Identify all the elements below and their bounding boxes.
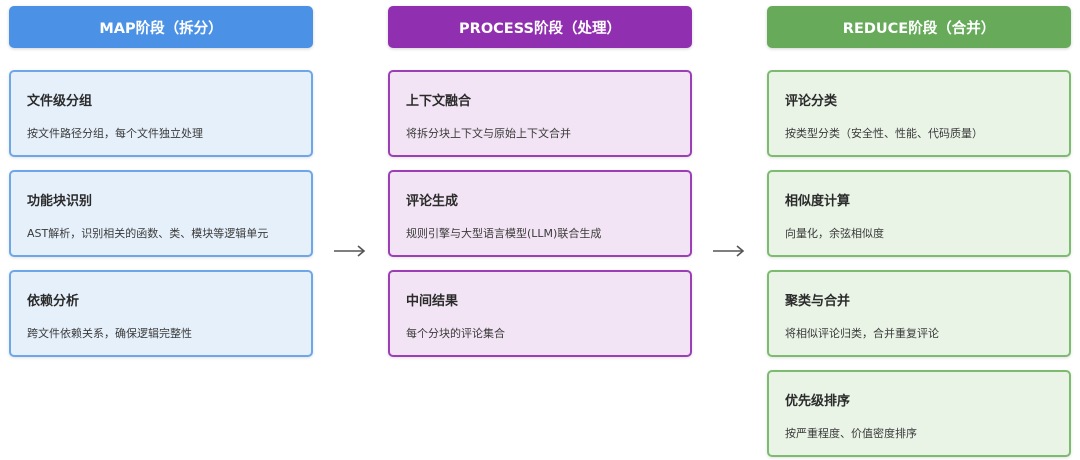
arrow-right-icon: [709, 240, 749, 262]
card-title: 评论生成: [406, 194, 459, 209]
process-header: PROCESS阶段（处理）: [388, 6, 692, 48]
map-card-file-grouping: 文件级分组 按文件路径分组，每个文件独立处理: [9, 70, 313, 157]
reduce-card-priority-sorting: 优先级排序 按严重程度、价值密度排序: [767, 370, 1071, 457]
map-column: MAP阶段（拆分） 文件级分组 按文件路径分组，每个文件独立处理 功能块识别 A…: [9, 6, 313, 370]
reduce-card-classification: 评论分类 按类型分类（安全性、性能、代码质量）: [767, 70, 1071, 157]
card-desc: 将拆分块上下文与原始上下文合并: [406, 127, 571, 140]
card-desc: 按文件路径分组，每个文件独立处理: [27, 127, 203, 140]
reduce-column: REDUCE阶段（合并） 评论分类 按类型分类（安全性、性能、代码质量） 相似度…: [767, 6, 1071, 460]
process-card-context-fusion: 上下文融合 将拆分块上下文与原始上下文合并: [388, 70, 692, 157]
card-desc: 规则引擎与大型语言模型(LLM)联合生成: [406, 227, 602, 240]
card-title: 中间结果: [406, 294, 459, 309]
card-title: 文件级分组: [27, 94, 93, 109]
card-desc: 将相似评论归类，合并重复评论: [785, 327, 939, 340]
map-card-block-recognition: 功能块识别 AST解析，识别相关的函数、类、模块等逻辑单元: [9, 170, 313, 257]
card-title: 上下文融合: [406, 94, 472, 109]
card-title: 依赖分析: [27, 294, 80, 309]
map-card-dependency-analysis: 依赖分析 跨文件依赖关系，确保逻辑完整性: [9, 270, 313, 357]
process-card-intermediate-results: 中间结果 每个分块的评论集合: [388, 270, 692, 357]
arrow-right-icon: [330, 240, 370, 262]
card-desc: 跨文件依赖关系，确保逻辑完整性: [27, 327, 192, 340]
card-desc: 每个分块的评论集合: [406, 327, 505, 340]
reduce-card-clustering: 聚类与合并 将相似评论归类，合并重复评论: [767, 270, 1071, 357]
reduce-card-similarity: 相似度计算 向量化，余弦相似度: [767, 170, 1071, 257]
process-column: PROCESS阶段（处理） 上下文融合 将拆分块上下文与原始上下文合并 评论生成…: [388, 6, 692, 370]
reduce-header: REDUCE阶段（合并）: [767, 6, 1071, 48]
card-title: 聚类与合并: [785, 294, 851, 309]
card-title: 功能块识别: [27, 194, 93, 209]
card-desc: 按类型分类（安全性、性能、代码质量）: [785, 127, 983, 140]
map-header: MAP阶段（拆分）: [9, 6, 313, 48]
card-title: 优先级排序: [785, 394, 851, 409]
card-title: 评论分类: [785, 94, 838, 109]
card-desc: 向量化，余弦相似度: [785, 227, 884, 240]
card-desc: AST解析，识别相关的函数、类、模块等逻辑单元: [27, 227, 269, 240]
process-card-comment-generation: 评论生成 规则引擎与大型语言模型(LLM)联合生成: [388, 170, 692, 257]
card-title: 相似度计算: [785, 194, 851, 209]
card-desc: 按严重程度、价值密度排序: [785, 427, 917, 440]
